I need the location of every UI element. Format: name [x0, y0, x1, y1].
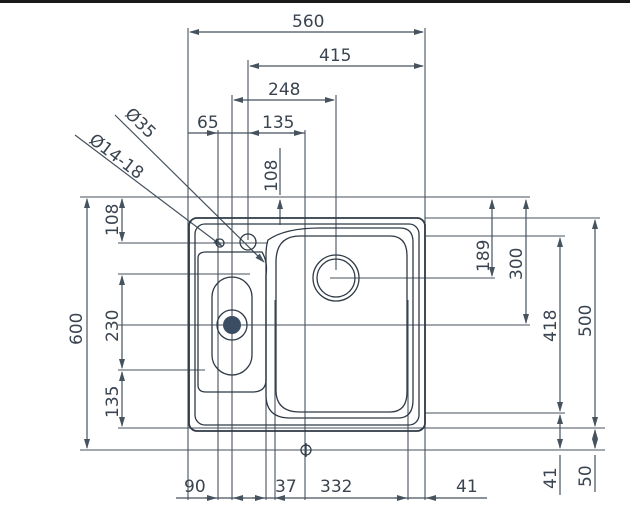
tap-height-dim: 108: [262, 148, 283, 225]
sink-body: [188, 217, 426, 457]
dim-41-right: 41: [541, 467, 561, 489]
dim-500: 500: [576, 305, 596, 337]
top-dimensions: 560 415 248 65 135: [188, 12, 424, 136]
dim-560: 560: [292, 12, 324, 32]
dim-108-left: 108: [103, 204, 123, 236]
extension-lines: [80, 28, 605, 500]
dim-108-tap: 108: [262, 160, 282, 192]
dim-135-top: 135: [262, 113, 294, 133]
dim-d35: Ø35: [121, 104, 160, 143]
right-dimensions: 189 300 418 500 41 50: [474, 199, 598, 495]
dim-135-left: 135: [103, 386, 123, 418]
dim-41-bottom: 41: [456, 477, 478, 497]
top-border: [0, 0, 630, 3]
hole-leaders: Ø35 Ø14-18: [74, 104, 265, 263]
left-dimensions: 600 108 230 135: [67, 198, 125, 449]
dim-189: 189: [474, 240, 494, 272]
bottom-dimensions: 90 37 332 41: [176, 477, 487, 501]
dim-248: 248: [268, 80, 300, 100]
dim-37: 37: [275, 477, 297, 497]
dim-90: 90: [184, 477, 206, 497]
dim-50: 50: [576, 465, 596, 487]
dim-415: 415: [319, 46, 351, 66]
dim-300: 300: [507, 248, 527, 280]
dim-65: 65: [197, 113, 219, 133]
dim-230: 230: [103, 310, 123, 342]
dim-600: 600: [67, 313, 87, 345]
dim-332: 332: [320, 477, 352, 497]
dim-418: 418: [541, 310, 561, 342]
